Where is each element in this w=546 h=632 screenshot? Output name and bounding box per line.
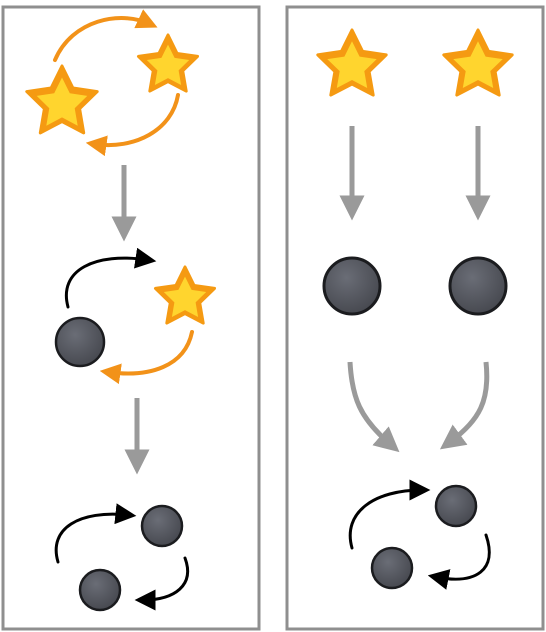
star-icon <box>25 64 99 135</box>
orbit-arrow-icon <box>99 330 194 385</box>
right-stage-1-two-stars <box>316 28 514 97</box>
compact-object-icon <box>54 316 106 368</box>
orbit-arrow-icon <box>134 556 190 611</box>
orbit-arrow-icon <box>53 9 158 62</box>
star-core <box>163 276 207 317</box>
star-icon <box>137 33 199 93</box>
left-panel-frame <box>1 5 261 631</box>
left-stage-2-compact-star-orbit <box>54 247 216 385</box>
right-panel-frame <box>285 5 545 631</box>
orbit-arrow-icon <box>64 247 157 309</box>
compact-object-icon <box>78 568 122 612</box>
compact-object-icon <box>322 256 382 316</box>
flow-arrow-icon <box>347 361 400 453</box>
compact-object-icon <box>140 504 184 548</box>
orbit-arrow-icon <box>85 93 180 157</box>
star-icon <box>316 28 388 97</box>
orbit-arrow-icon <box>54 503 137 564</box>
compact-object-icon <box>370 546 414 590</box>
star-core <box>327 41 377 88</box>
star-core <box>146 44 190 85</box>
orbit-arrow-icon <box>427 533 491 590</box>
star-icon <box>154 265 216 325</box>
orbit-arrow-icon <box>348 479 431 550</box>
flow-arrow-icon <box>439 361 490 450</box>
left-stage-1-star-star-orbit <box>25 9 199 157</box>
star-core <box>453 41 503 88</box>
left-stage-3-compact-compact-orbit <box>54 503 190 612</box>
star-icon <box>442 28 514 97</box>
compact-object-icon <box>448 256 508 316</box>
right-stage-3-compact-compact-orbit <box>348 479 491 590</box>
star-core <box>36 77 88 126</box>
right-stage-2-two-compact-objects <box>322 256 508 316</box>
compact-object-icon <box>434 484 478 528</box>
